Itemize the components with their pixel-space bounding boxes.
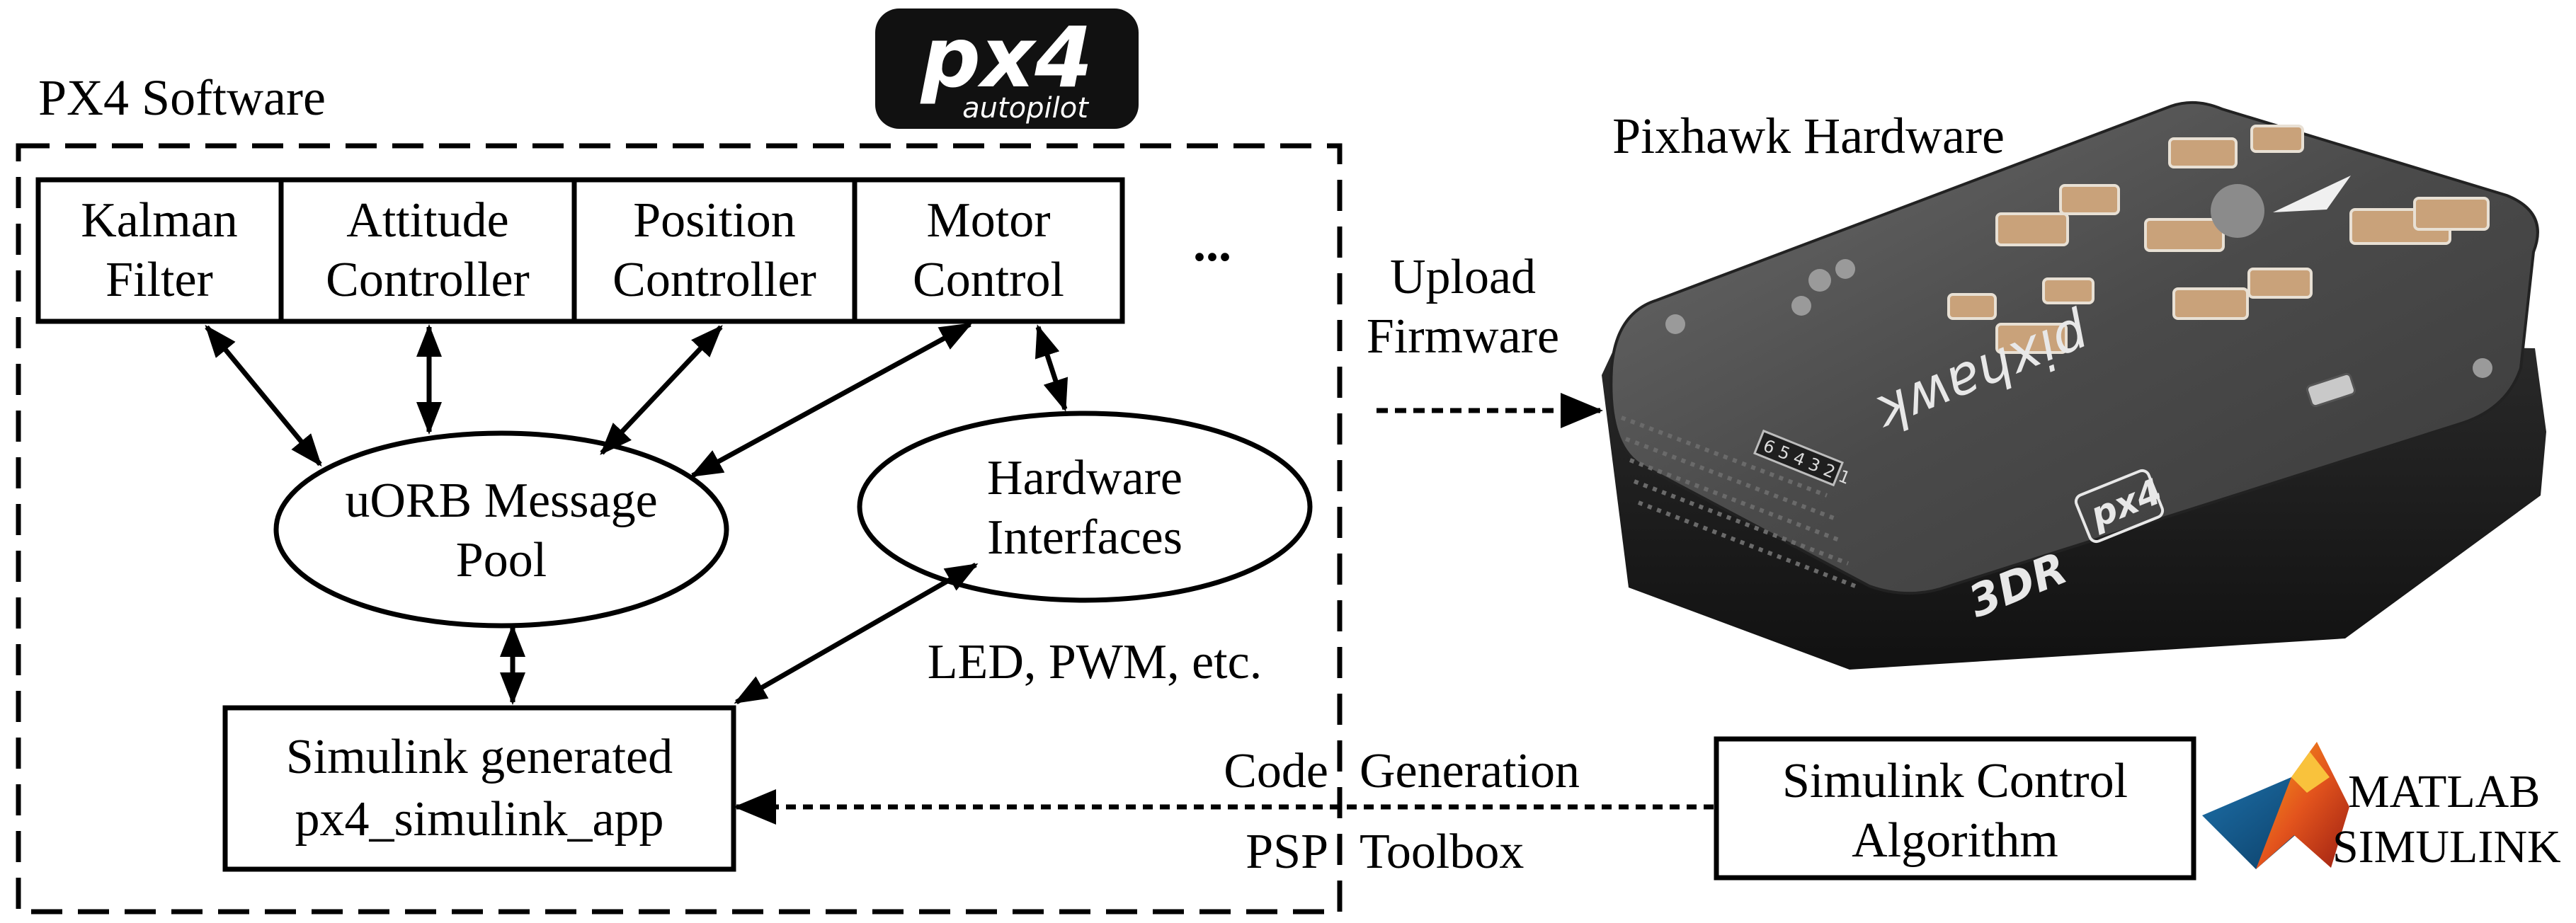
pixhawk-board-photo: pixhawk px4 3DR 6 5 4 3 2 1 [1602,101,2546,670]
simulink-app-box [222,705,736,872]
px4-software-frame [16,143,1343,915]
pixhawk-direction-arrow [2273,176,2351,212]
arrow-kalman-uorb [205,324,322,467]
position-controller-box [571,177,857,324]
attitude-controller-label-2: Controller [326,253,530,307]
px4-software-title: PX4 Software [38,69,326,126]
motor-control-label-1: Motor [927,193,1051,248]
position-controller-label-1: Position [633,193,796,248]
modules-row: Kalman Filter Attitude Controller Positi… [35,177,1231,324]
matlab-peak-tip [2291,752,2330,793]
arrow-motor-hardware [1035,324,1068,412]
pixhawk-px4-badge [2074,469,2165,544]
simulink-app-label-2: px4_simulink_app [295,792,663,847]
pixhawk-hardware-title: Pixhawk Hardware [1612,108,2005,164]
position-controller-label-2: Controller [612,253,816,307]
pixhawk-usb-port [2306,372,2356,408]
motor-control-box [852,177,1125,324]
kalman-filter-box [35,177,284,324]
px4-logo-main: px4 [920,8,1093,106]
toolbox-label: Toolbox [1360,825,1524,879]
upload-label-1: Upload [1390,250,1536,304]
psp-label: PSP [1246,825,1328,879]
control-algorithm-label-2: Algorithm [1852,813,2058,868]
arrows [205,321,1068,705]
code-label: Code [1224,744,1328,798]
hardware-interfaces-label-2: Interfaces [987,510,1182,565]
arrow-hardware-app [734,562,979,705]
pixhawk-connectors [1947,125,2490,354]
kalman-filter-label-2: Filter [106,253,213,307]
pixhawk-pin-label-strip [1753,429,1844,487]
hardware-interfaces [857,411,1313,603]
simulink-text: SIMULINK [2332,821,2561,873]
uorb-label-1: uORB Message [345,474,657,528]
control-algorithm-label-1: Simulink Control [1782,754,2128,808]
uorb-message-pool [273,430,729,629]
motor-control-label-2: Control [913,253,1064,307]
pixhawk-safety-button [2211,184,2264,238]
more-modules-ellipsis: ... [1193,215,1231,272]
generation-label: Generation [1360,744,1580,798]
arrow-motor-uorb [690,321,973,478]
attitude-controller-label-1: Attitude [346,193,508,248]
matlab-simulink-logo: MATLAB SIMULINK [2202,742,2561,873]
matlab-text: MATLAB [2348,766,2540,818]
pixhawk-screw-right [2473,358,2492,378]
arrow-position-uorb [600,325,723,455]
pixhawk-pin-header [1620,415,1857,588]
pixhawk-screw-left [1665,314,1685,334]
upload-label-2: Firmware [1367,309,1559,364]
control-algorithm-box [1714,736,2196,881]
kalman-filter-label-1: Kalman [81,193,238,248]
px4-autopilot-logo: px4 autopilot [875,8,1139,129]
simulink-app-label-1: Simulink generated [286,730,673,784]
hardware-interfaces-label-1: Hardware [987,451,1182,505]
led-pwm-label: LED, PWM, etc. [928,635,1262,689]
uorb-label-2: Pool [456,533,547,587]
pixhawk-leds [1791,259,1855,316]
px4-logo-sub: autopilot [962,92,1089,125]
